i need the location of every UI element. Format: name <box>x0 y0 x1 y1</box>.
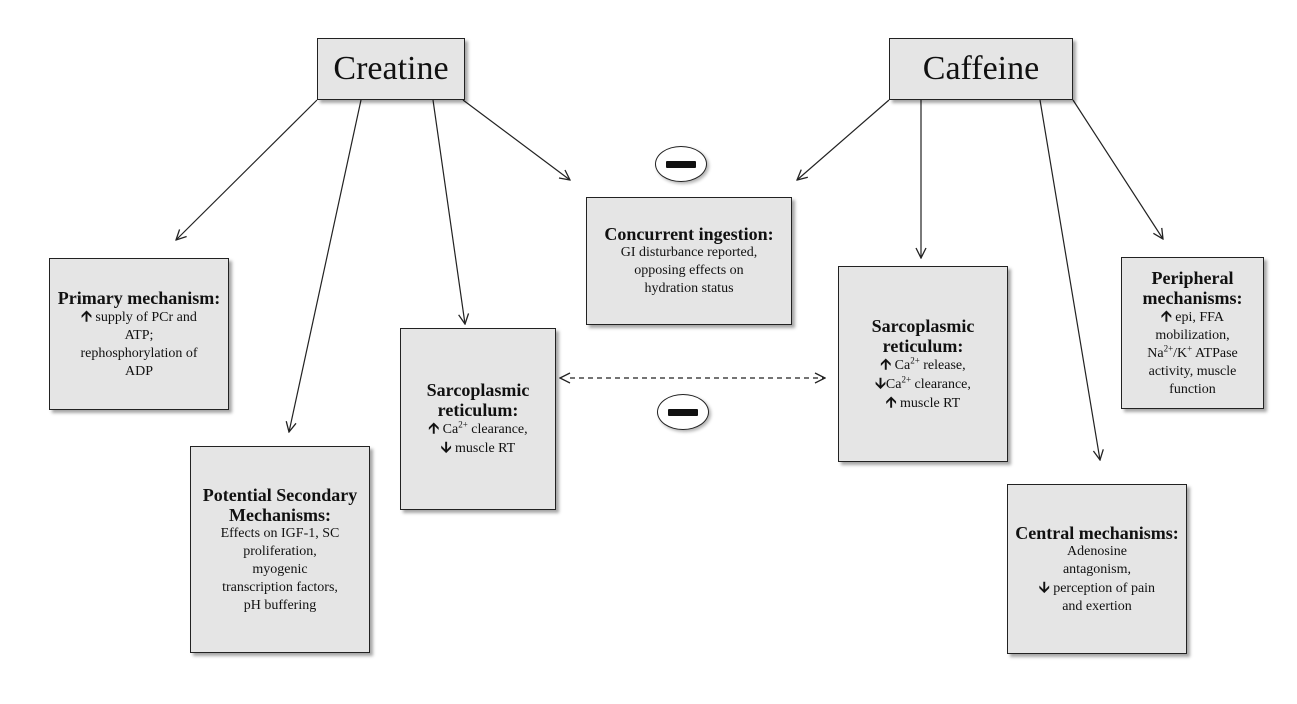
up-arrow-icon: 🡩 <box>428 421 440 437</box>
negative-interaction-symbol-top <box>655 146 707 182</box>
creatine-sr-text: 🡩 Ca2+ clearance, 🡫 muscle RT <box>428 419 528 456</box>
primary-mechanism-title: Primary mechanism: <box>57 287 221 308</box>
creatine-sarcoplasmic-reticulum-box: Sarcoplasmic reticulum: 🡩 Ca2+ clearance… <box>400 328 556 510</box>
caffeine-node: Caffeine <box>889 38 1073 100</box>
central-mechanisms-text: Adenosine antagonism, 🡫 perception of pa… <box>1038 543 1156 614</box>
minus-icon <box>666 160 696 168</box>
minus-icon <box>668 408 698 416</box>
caffeine-label: Caffeine <box>922 50 1040 87</box>
up-arrow-icon: 🡩 <box>81 308 92 325</box>
arrow-caffeine-to-peripheral <box>1072 99 1163 239</box>
arrow-creatine-to-primary <box>176 99 318 240</box>
concurrent-ingestion-title: Concurrent ingestion: <box>604 224 774 244</box>
primary-mechanism-text: 🡩 supply of PCr and ATP; rephosphorylati… <box>80 308 198 379</box>
peripheral-mechanisms-text: 🡩 epi, FFA mobilization, Na2+/K+ ATPase … <box>1147 308 1238 397</box>
up-arrow-icon: 🡩 <box>1160 308 1172 325</box>
creatine-sr-title: Sarcoplasmic reticulum: <box>426 380 530 420</box>
down-arrow-icon: 🡫 <box>875 375 886 392</box>
central-mechanisms-title: Central mechanisms: <box>1015 522 1179 543</box>
arrow-caffeine-to-concurrent <box>797 99 890 180</box>
secondary-mechanisms-title: Potential Secondary Mechanisms: <box>202 484 358 525</box>
arrow-creatine-to-secondary <box>289 99 362 432</box>
peripheral-mechanisms-title: Peripheral mechanisms: <box>1142 267 1243 308</box>
caffeine-sarcoplasmic-reticulum-box: Sarcoplasmic reticulum: 🡩 Ca2+ release, … <box>838 266 1008 462</box>
concurrent-ingestion-box: Concurrent ingestion: GI disturbance rep… <box>586 197 792 325</box>
down-arrow-icon: 🡫 <box>1038 579 1050 596</box>
secondary-mechanisms-text: Effects on IGF-1, SC proliferation, myog… <box>220 525 340 613</box>
peripheral-mechanisms-box: Peripheral mechanisms: 🡩 epi, FFA mobili… <box>1121 257 1264 409</box>
arrow-creatine-to-sr <box>432 99 465 324</box>
creatine-label: Creatine <box>333 50 449 87</box>
arrow-creatine-to-concurrent <box>462 99 570 180</box>
up-arrow-icon: 🡩 <box>885 394 897 411</box>
arrow-caffeine-to-central <box>1039 99 1100 460</box>
concurrent-ingestion-text: GI disturbance reported, opposing effect… <box>620 245 758 296</box>
creatine-node: Creatine <box>317 38 465 100</box>
caffeine-sr-text: 🡩 Ca2+ release, 🡫Ca2+ clearance, 🡩 muscl… <box>875 354 971 411</box>
up-arrow-icon: 🡩 <box>880 356 892 373</box>
primary-mechanism-box: Primary mechanism: 🡩 supply of PCr and A… <box>49 258 229 410</box>
caffeine-sr-title: Sarcoplasmic reticulum: <box>871 315 975 356</box>
negative-interaction-symbol-middle <box>657 394 709 430</box>
secondary-mechanisms-box: Potential Secondary Mechanisms: Effects … <box>190 446 370 653</box>
down-arrow-icon: 🡫 <box>440 440 452 456</box>
central-mechanisms-box: Central mechanisms: Adenosine antagonism… <box>1007 484 1187 654</box>
